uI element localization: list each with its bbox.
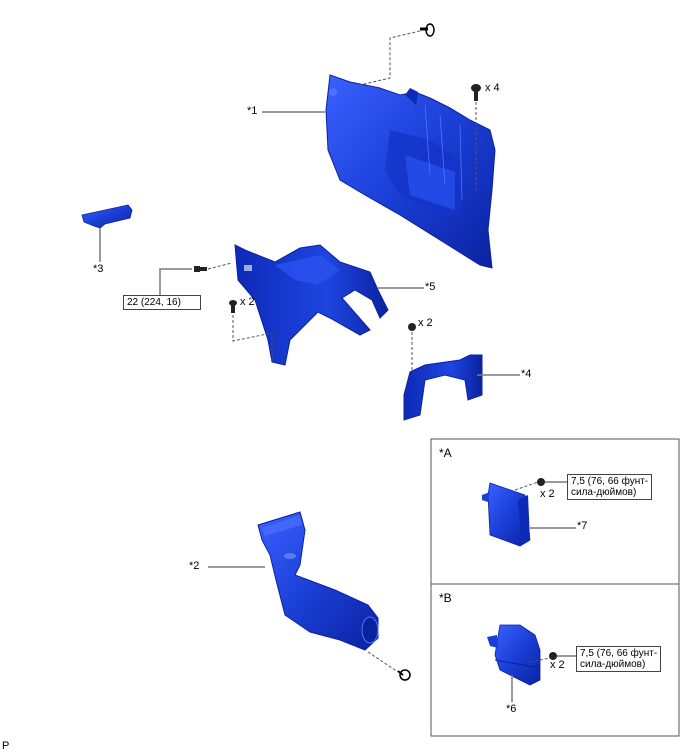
part-5-bracket [234, 244, 389, 366]
torque-value: сила-дюймов) [580, 659, 646, 670]
inset-label-b: *B [439, 591, 452, 605]
quantity-label: x 2 [540, 488, 555, 500]
screw-icon [471, 84, 481, 101]
dashed-line [367, 651, 399, 673]
figure-code: P [2, 740, 10, 752]
dashed-line [232, 315, 273, 362]
part-label-2: *2 [189, 560, 200, 572]
dashed-line [514, 481, 539, 491]
part-7-module [482, 482, 531, 547]
inset-b-frame [430, 583, 680, 737]
part-label-6: *6 [506, 703, 517, 715]
bolt-icon [229, 300, 237, 313]
quantity-label: x 4 [485, 82, 500, 94]
part-label-5: *5 [425, 281, 436, 293]
torque-value: сила-дюймов) [571, 487, 637, 498]
part-6-module [487, 624, 541, 686]
quantity-label: x 2 [240, 296, 255, 308]
torque-spec-box: 22 (224, 16) [123, 295, 201, 310]
nut-icon [549, 652, 557, 660]
part-label-4: *4 [521, 368, 532, 380]
part-label-3: *3 [93, 263, 104, 275]
torque-spec-box: 7,5 (76, 66 фунт- сила-дюймов) [576, 646, 662, 672]
quantity-label: x 2 [418, 317, 433, 329]
clip-icon [420, 23, 435, 37]
dashed-line [207, 262, 233, 270]
part-4-bracket [403, 354, 483, 421]
part-label-7: *7 [577, 520, 588, 532]
torque-value: 7,5 (76, 66 фунт- [571, 476, 649, 487]
inset-label-a: *A [439, 446, 452, 460]
inset-a-frame [430, 438, 680, 585]
part-2-duct [257, 511, 379, 651]
dashed-line [359, 30, 421, 86]
torque-value: 22 (224, 16) [127, 297, 181, 308]
nut-icon [397, 669, 411, 681]
part-1-panel [325, 74, 496, 269]
nut-icon [408, 323, 416, 331]
part-label-1: *1 [247, 105, 258, 117]
torque-value: 7,5 (76, 66 фунт- [580, 648, 658, 659]
dashed-line [529, 657, 551, 663]
torque-spec-box: 7,5 (76, 66 фунт- сила-дюймов) [567, 474, 653, 500]
nut-icon [537, 478, 545, 486]
quantity-label: x 2 [550, 659, 565, 671]
bolt-icon [194, 266, 207, 272]
part-3-clip [81, 204, 133, 229]
leader-line-torque [159, 268, 192, 295]
